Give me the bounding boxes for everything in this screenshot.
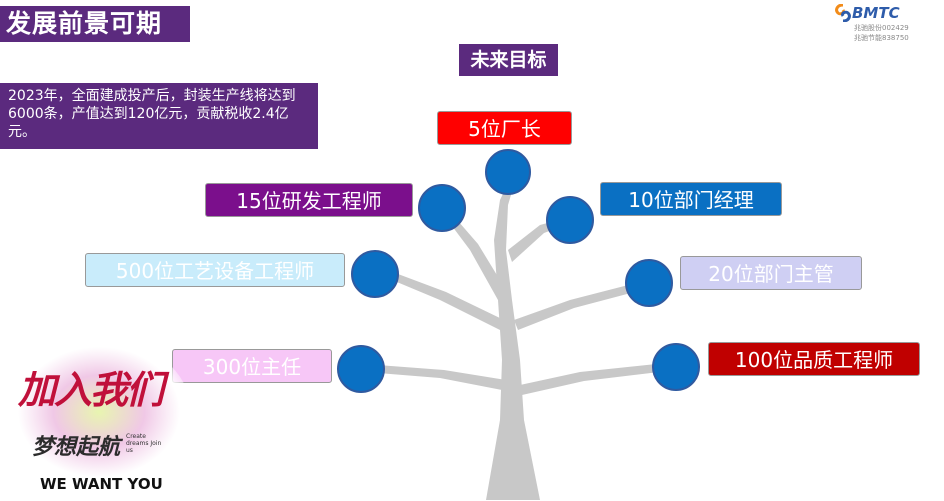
goal-label-rd-engineers: 15位研发工程师: [205, 183, 413, 217]
goal-label-process-engineers: 500位工艺设备工程师: [85, 253, 345, 287]
goal-node-mid-left: [351, 250, 399, 298]
badge-small-text: Create dreams Join us: [126, 433, 162, 454]
goal-label-dept-supervisors: 20位部门主管: [680, 256, 862, 290]
goal-node-low-left: [337, 345, 385, 393]
badge-english-text: WE WANT YOU: [40, 475, 163, 493]
join-us-artwork: [7, 338, 191, 486]
badge-sub-text: 梦想起航: [32, 435, 121, 460]
goal-label-quality-engineers: 100位品质工程师: [708, 342, 920, 376]
logo-swirl-icon: [835, 4, 851, 22]
badge-main-text: 加入我们: [18, 368, 164, 412]
goal-node-top: [485, 149, 531, 195]
logo-line-1: 兆驰股份002429: [854, 24, 909, 32]
company-logo: BMTC 兆驰股份002429 兆驰节能838750: [832, 4, 932, 44]
join-us-badge: 加入我们 梦想起航 Create dreams Join us WE WANT …: [4, 337, 194, 501]
goal-node-low-right: [652, 343, 700, 391]
goal-node-upper-left: [418, 184, 466, 232]
goals-heading: 未来目标: [459, 44, 558, 76]
info-box: 2023年，全面建成投产后，封装生产线将达到6000条，产值达到120亿元，贡献…: [0, 83, 318, 149]
goal-label-directors: 300位主任: [172, 349, 332, 383]
goal-node-upper-right: [546, 196, 594, 244]
logo-brand: BMTC: [852, 4, 900, 22]
logo-line-2: 兆驰节能838750: [854, 34, 909, 42]
page-title: 发展前景可期: [0, 6, 190, 42]
goal-label-dept-managers: 10位部门经理: [600, 182, 782, 216]
goal-label-factory-directors: 5位厂长: [437, 111, 572, 145]
goal-node-mid-right: [625, 259, 673, 307]
